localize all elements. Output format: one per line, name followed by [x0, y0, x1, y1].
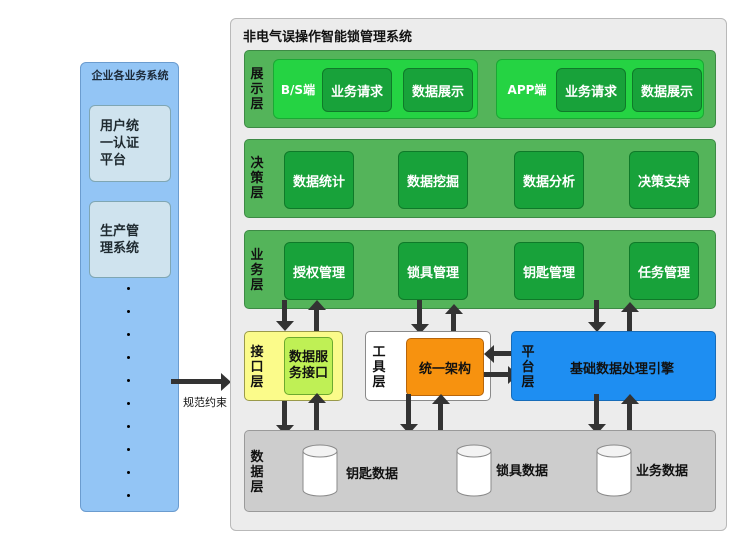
decision-support-box: 决策支持	[629, 151, 699, 209]
data-layer-label: 数据层	[250, 449, 264, 495]
data-statistics-box: 数据统计	[284, 151, 354, 209]
app-client-label: APP端	[507, 82, 547, 97]
key-data-database-icon	[302, 444, 338, 497]
key-management-box: 钥匙管理	[514, 242, 584, 300]
system-title: 非电气误操作智能锁管理系统	[243, 29, 413, 45]
business-data-label: 业务数据	[635, 463, 688, 479]
key-data-label: 钥匙数据	[345, 466, 398, 482]
sso-platform-card: 用户统 一认证 平台	[89, 105, 171, 182]
lock-data-database-icon	[456, 444, 492, 497]
lock-management-box: 锁具管理	[398, 242, 468, 300]
bs-business-request-box: 业务请求	[322, 68, 392, 112]
data-service-interface-box: 数据服务接口	[284, 337, 333, 395]
lock-data-label: 锁具数据	[495, 463, 548, 479]
authorization-management-box: 授权管理	[284, 242, 354, 300]
constraint-arrow-head	[221, 373, 231, 391]
constraint-arrow-line	[171, 379, 223, 384]
task-management-box: 任务管理	[629, 242, 699, 300]
platform-layer-label: 平台层	[521, 344, 535, 390]
data-analysis-box: 数据分析	[514, 151, 584, 209]
decision-layer-label: 决策层	[250, 155, 264, 201]
presentation-layer-label: 展示层	[250, 66, 264, 112]
tools-layer-label: 工具层	[372, 344, 386, 390]
app-data-display-box: 数据展示	[632, 68, 702, 112]
interface-layer-label: 接口层	[250, 344, 264, 390]
platform-layer	[511, 331, 716, 401]
bs-client-label: B/S端	[280, 82, 316, 97]
bs-data-display-box: 数据展示	[403, 68, 473, 112]
data-mining-box: 数据挖掘	[398, 151, 468, 209]
unified-architecture-box: 统一架构	[406, 338, 484, 396]
data-processing-engine-label: 基础数据处理引擎	[569, 361, 674, 377]
constraint-label: 规范约束	[183, 396, 227, 409]
enterprise-systems-title: 企业各业务系统	[91, 69, 169, 82]
business-layer-label: 业务层	[250, 247, 264, 293]
business-data-database-icon	[596, 444, 632, 497]
app-business-request-box: 业务请求	[556, 68, 626, 112]
production-system-card: 生产管 理系统	[89, 201, 171, 278]
